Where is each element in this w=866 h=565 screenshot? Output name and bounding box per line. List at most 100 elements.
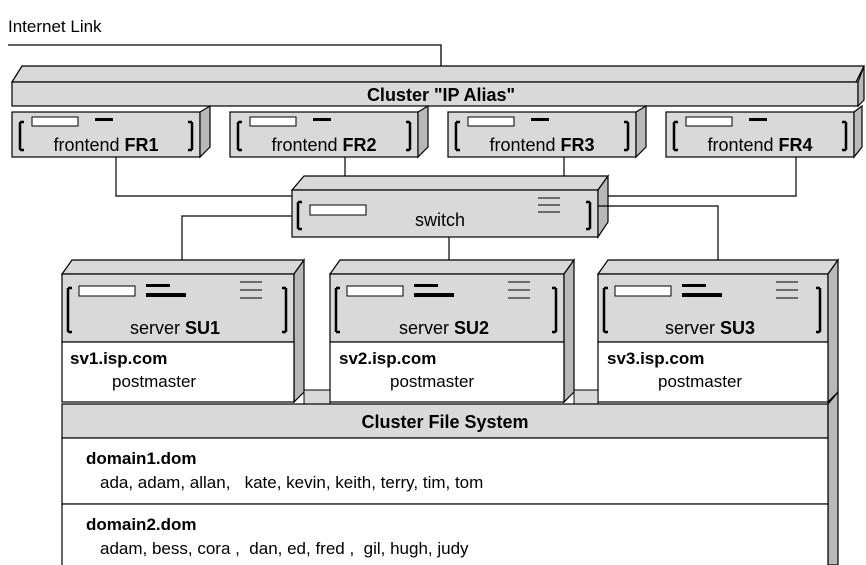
switch: switch (290, 174, 610, 239)
cluster-label: Cluster "IP Alias" (367, 85, 515, 105)
server-su3: server SU3 sv3.isp.com postmaster (596, 258, 840, 404)
bracket-left-icon (66, 286, 72, 334)
domain-users: adam, bess, cora , dan, ed, fred , gil, … (100, 539, 469, 558)
bracket-left-icon (236, 120, 242, 152)
indicator-icon (146, 284, 170, 287)
bracket-left-icon (296, 200, 302, 231)
drive-bay-icon (31, 116, 79, 127)
frontend-side (417, 104, 429, 159)
bracket-right-icon (586, 200, 592, 231)
frontend-label: frontend FR3 (489, 135, 594, 155)
bracket-right-icon (406, 120, 412, 152)
server-su1: server SU1 sv1.isp.com postmaster (60, 258, 306, 404)
bracket-right-icon (552, 286, 558, 334)
bracket-left-icon (334, 286, 340, 334)
server-role: postmaster (112, 372, 196, 391)
fs-label: Cluster File System (361, 412, 528, 432)
link-switch-su3 (598, 205, 719, 260)
server-front-face (597, 273, 829, 343)
server-info-panel (597, 341, 829, 403)
indicator-icon (146, 293, 186, 297)
vent-icon (508, 281, 530, 299)
frontend-fr2: frontend FR2 (229, 104, 429, 159)
indicator-icon (313, 118, 331, 121)
indicator-icon (414, 293, 454, 297)
fs-connector (573, 389, 599, 405)
drive-bay-icon (467, 116, 515, 127)
cluster-side-face (857, 65, 865, 108)
fs-connector (303, 389, 331, 405)
server-label: server SU2 (399, 318, 489, 338)
internet-link-label: Internet Link (8, 17, 102, 36)
server-side-face (827, 258, 839, 404)
domain-users: ada, adam, allan, kate, kevin, keith, te… (100, 473, 483, 492)
frontend-side (199, 104, 211, 159)
indicator-icon (414, 284, 438, 287)
indicator-icon (531, 118, 549, 121)
server-host: sv3.isp.com (607, 349, 704, 368)
bracket-left-icon (672, 120, 678, 152)
bracket-right-icon (624, 120, 630, 152)
frontend-fr1: frontend FR1 (11, 104, 211, 159)
drive-bay-icon (249, 116, 297, 127)
server-label: server SU3 (665, 318, 755, 338)
bracket-right-icon (842, 120, 848, 152)
server-su2: server SU2 sv2.isp.com postmaster (328, 258, 576, 404)
bracket-left-icon (454, 120, 460, 152)
server-top-face (596, 259, 840, 275)
fs-header (61, 403, 829, 439)
switch-top-face (290, 175, 610, 191)
domain-name: domain1.dom (86, 449, 197, 468)
bracket-left-icon (602, 286, 608, 334)
bracket-right-icon (816, 286, 822, 334)
frontend-fr3: frontend FR3 (447, 104, 647, 159)
switch-label: switch (415, 210, 465, 230)
link-switch-su1 (181, 215, 292, 260)
frontend-label: frontend FR4 (707, 135, 812, 155)
port-panel-icon (309, 204, 367, 216)
bracket-right-icon (188, 120, 194, 152)
frontend-side (635, 104, 647, 159)
bracket-left-icon (18, 120, 24, 152)
link-fr1-switch (115, 157, 292, 197)
frontend-label: frontend FR1 (53, 135, 158, 155)
server-side-face (293, 258, 305, 404)
drive-bay-icon (78, 285, 136, 297)
frontend-body (11, 111, 201, 158)
domain-name: domain2.dom (86, 515, 197, 534)
drive-bay-icon (346, 285, 404, 297)
indicator-icon (749, 118, 767, 121)
cluster-file-system: Cluster File System domain1.dom ada, ada… (61, 389, 839, 565)
server-info-panel (329, 341, 565, 403)
server-host: sv2.isp.com (339, 349, 436, 368)
indicator-icon (682, 293, 722, 297)
cluster-top-face (10, 65, 865, 83)
frontend-fr4: frontend FR4 (665, 104, 863, 159)
server-top-face (328, 259, 576, 275)
link-fr4-switch (598, 157, 797, 197)
server-host: sv1.isp.com (70, 349, 167, 368)
frontend-side (853, 104, 863, 159)
frontend-label: frontend FR2 (271, 135, 376, 155)
fs-side-face (827, 390, 839, 565)
bracket-right-icon (282, 286, 288, 334)
server-side-face (563, 258, 575, 404)
cluster-ip-alias: Cluster "IP Alias" (10, 65, 865, 108)
server-links (181, 205, 719, 260)
vent-icon (240, 281, 262, 299)
drive-bay-icon (685, 116, 733, 127)
server-role: postmaster (390, 372, 474, 391)
vent-icon (776, 281, 798, 299)
server-role: postmaster (658, 372, 742, 391)
server-label: server SU1 (130, 318, 220, 338)
drive-bay-icon (614, 285, 672, 297)
domain-panel (61, 437, 829, 505)
server-top-face (60, 259, 306, 275)
indicator-icon (95, 118, 113, 121)
server-info-panel (61, 341, 295, 403)
vent-icon (538, 197, 560, 213)
server-front-face (61, 273, 295, 343)
domain-panel (61, 503, 829, 565)
indicator-icon (682, 284, 706, 287)
